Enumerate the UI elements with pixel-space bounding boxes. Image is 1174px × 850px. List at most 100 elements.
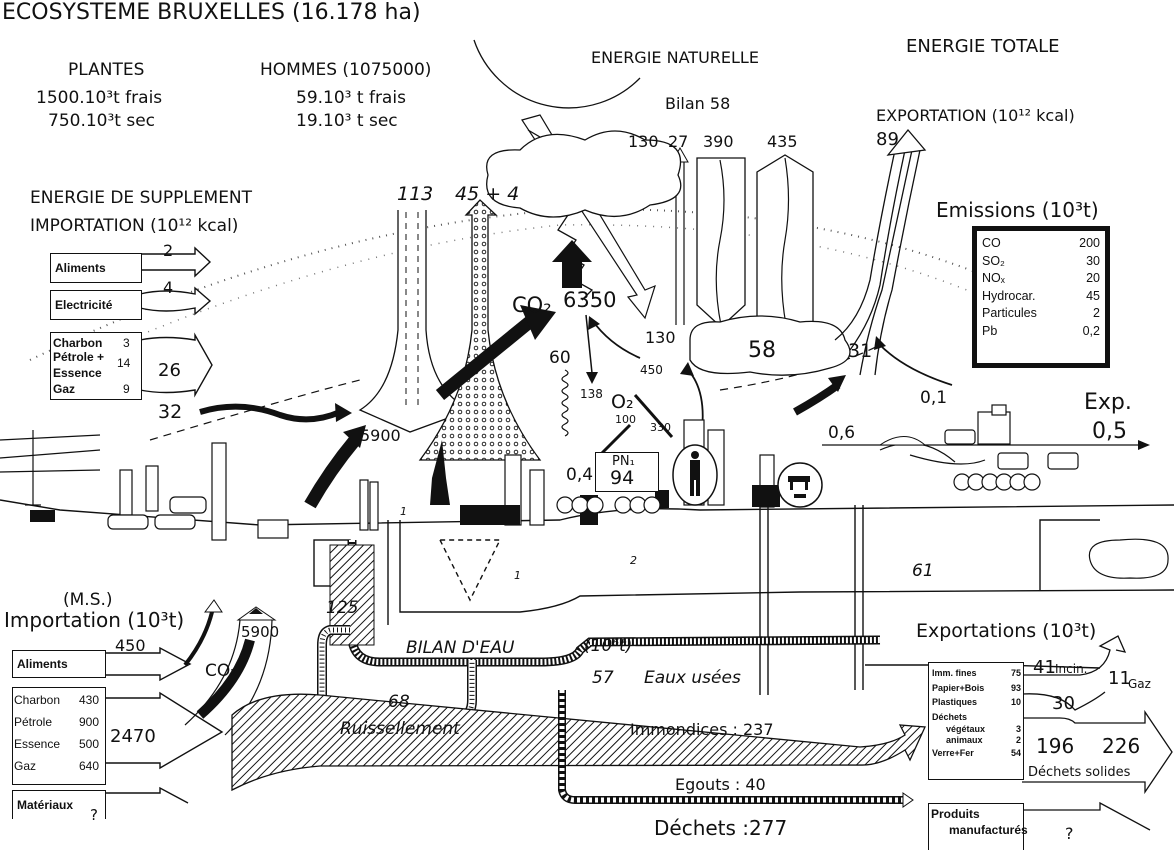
value-57: 57 bbox=[592, 668, 614, 688]
cloud-58 bbox=[689, 315, 851, 376]
supplement-subtitle: IMPORTATION (10¹² kcal) bbox=[30, 216, 239, 236]
ms-fuels-total: 2470 bbox=[110, 726, 156, 747]
import-ms-arrows bbox=[103, 646, 224, 804]
export-89-value: 89 bbox=[876, 129, 899, 150]
lake bbox=[1088, 538, 1169, 579]
ms-materiaux-value: ? bbox=[90, 806, 98, 824]
eaux-usees-label: Eaux usées bbox=[644, 668, 741, 688]
import-energy-arrows bbox=[139, 246, 213, 398]
energie-naturelle-label: ENERGIE NATURELLE bbox=[591, 48, 759, 67]
ms-aliments-value: 450 bbox=[115, 636, 146, 655]
pylon-icon bbox=[0, 430, 101, 506]
supplement-fuels-box: Charbon 3 Pétrole + 14 Essence Gaz 9 bbox=[50, 332, 142, 400]
emissions-row: Hydrocar.45 bbox=[982, 288, 1100, 303]
value-100: 100 bbox=[615, 413, 636, 426]
gaz-label: Gaz bbox=[1128, 677, 1151, 691]
value-30: 30 bbox=[1052, 693, 1075, 714]
value-68: 68 bbox=[388, 692, 410, 712]
immondices-label: Immondices : 237 bbox=[630, 720, 774, 739]
bilan-label: Bilan 58 bbox=[665, 94, 731, 113]
value-04: 0,4 bbox=[566, 465, 594, 485]
ms-fuels-box: Charbon 430 Pétrole 900 Essence 500 Gaz … bbox=[12, 687, 106, 785]
co2-arrow bbox=[435, 314, 537, 401]
ms-co2-label: CO₂ bbox=[205, 661, 238, 681]
bilan-eau-title: BILAN D'EAU bbox=[406, 638, 515, 658]
supplement-electricite-box: Electricité bbox=[50, 290, 142, 320]
emissions-title: Emissions (10³t) bbox=[936, 198, 1099, 222]
cloud-58-value: 58 bbox=[748, 338, 776, 363]
ms-aliments-box: Aliments bbox=[12, 650, 106, 678]
value-06: 0,6 bbox=[828, 423, 856, 443]
supplement-aliments-value: 2 bbox=[163, 241, 174, 260]
ms-materiaux-box: Matériaux bbox=[12, 790, 106, 819]
value-130-in: 130 bbox=[645, 328, 676, 347]
produits-box: Produits manufacturés bbox=[928, 803, 1028, 850]
arrow-32-wave bbox=[199, 403, 342, 423]
animals-icon bbox=[777, 462, 823, 508]
exportations-row: Déchets bbox=[932, 711, 968, 722]
ground-line bbox=[0, 499, 1174, 526]
incin-label: Incin. bbox=[1055, 662, 1088, 676]
band-390 bbox=[696, 157, 746, 328]
immondices-band bbox=[231, 693, 926, 792]
node-31-value: 31 bbox=[848, 340, 873, 362]
value-390: 390 bbox=[703, 132, 734, 151]
supplement-electricite-value: 4 bbox=[163, 278, 174, 297]
value-226: 226 bbox=[1102, 734, 1141, 758]
produits-value: ? bbox=[1065, 824, 1074, 843]
plantes-sec: 750.10³t sec bbox=[48, 111, 156, 131]
supplement-total: 32 bbox=[158, 401, 183, 423]
arrow-5900 bbox=[304, 435, 360, 509]
exportation-label: EXPORTATION (10¹² kcal) bbox=[876, 106, 1075, 125]
water-path-1b: 1 bbox=[514, 569, 521, 582]
bilan-eau-unit: (10⁶t) bbox=[584, 636, 633, 656]
ruissellement-label: Ruissellement bbox=[340, 719, 460, 739]
trucks bbox=[944, 404, 1079, 470]
up-arrow-6350 bbox=[552, 240, 592, 288]
energie-totale-label: ENERGIE TOTALE bbox=[906, 36, 1060, 57]
sewer-pipe bbox=[347, 540, 881, 667]
sun-in-value: 130 bbox=[628, 132, 659, 151]
water-path-2: 2 bbox=[630, 554, 637, 567]
value-330: 330 bbox=[650, 421, 671, 434]
hommes-sec: 19.10³ t sec bbox=[296, 111, 398, 131]
supplement-aliments-box: Aliments bbox=[50, 253, 142, 283]
arrow-45-4 bbox=[418, 199, 542, 461]
dechets-solides-label: Déchets solides bbox=[1028, 765, 1131, 780]
co2-label: CO₂ bbox=[512, 293, 552, 317]
value-196: 196 bbox=[1036, 734, 1075, 758]
value-01: 0,1 bbox=[920, 388, 948, 408]
incin-value: 41 bbox=[1033, 657, 1056, 678]
plantes-frais: 1500.10³t frais bbox=[36, 88, 163, 108]
co2-ms-arrow bbox=[196, 638, 255, 719]
value-450: 450 bbox=[640, 363, 663, 377]
export-arrows bbox=[1021, 635, 1173, 831]
plantes-label: PLANTES bbox=[68, 60, 145, 80]
exportations-title: Exportations (10³t) bbox=[916, 620, 1097, 642]
gaz-value: 11 bbox=[1108, 668, 1131, 689]
cloud-top bbox=[486, 130, 682, 218]
ms-import-title: Importation (10³t) bbox=[4, 608, 185, 632]
pn1-box: PN₁ 94 bbox=[595, 452, 659, 492]
water-path-1a: 1 bbox=[400, 505, 407, 518]
diagram-title: ECOSYSTEME BRUXELLES (16.178 ha) bbox=[2, 0, 421, 25]
hommes-label: HOMMES (1075000) bbox=[260, 60, 432, 80]
supplement-fuels-total: 26 bbox=[158, 360, 181, 381]
value-113: 113 bbox=[397, 183, 434, 205]
value-45-4: 45 + 4 bbox=[455, 183, 520, 205]
exp-label: Exp. bbox=[1084, 390, 1132, 415]
ms-label: (M.S.) bbox=[63, 590, 113, 610]
